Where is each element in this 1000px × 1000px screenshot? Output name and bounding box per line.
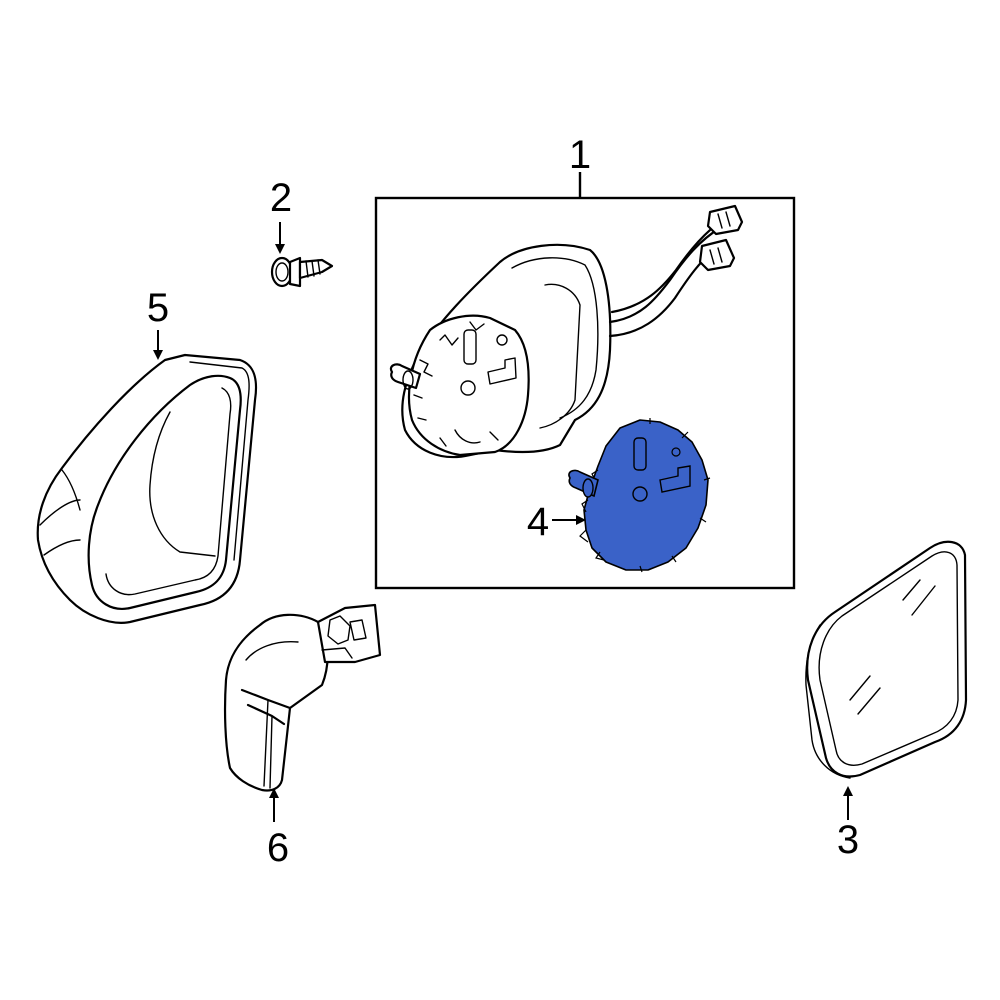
leader-6 (269, 788, 279, 822)
assembly-box (374, 172, 796, 590)
callout-6: 6 (266, 826, 290, 870)
callout-3: 3 (836, 818, 860, 862)
mirror-glass (805, 540, 968, 779)
mirror-actuator (568, 418, 711, 573)
callout-2: 2 (269, 176, 293, 220)
mirror-housing-assembly (389, 204, 744, 459)
screw (270, 256, 334, 288)
callout-4: 4 (526, 500, 550, 544)
callout-1: 1 (568, 133, 592, 177)
turn-signal-lamp (223, 603, 382, 792)
leader-5 (153, 330, 163, 360)
mirror-cover (36, 353, 258, 624)
callout-5: 5 (146, 286, 170, 330)
leader-2 (275, 222, 285, 254)
leader-4 (552, 515, 586, 525)
harness-connector-icon (698, 204, 744, 272)
leader-3 (843, 786, 853, 820)
